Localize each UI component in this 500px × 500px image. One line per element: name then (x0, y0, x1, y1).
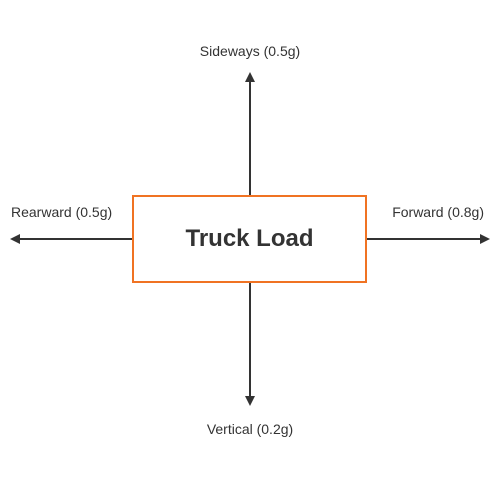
arrow-up-icon (245, 72, 255, 195)
truck-load-box: Truck Load (132, 195, 367, 283)
rearward-label: Rearward (0.5g) (11, 204, 113, 220)
forward-label: Forward (0.8g) (392, 204, 484, 220)
arrow-left-icon (10, 234, 132, 244)
arrow-right-icon (367, 234, 490, 244)
truck-load-title: Truck Load (185, 225, 314, 252)
vertical-label: Vertical (0.2g) (206, 421, 294, 437)
sideways-label: Sideways (0.5g) (199, 43, 301, 59)
arrow-down-icon (245, 283, 255, 406)
